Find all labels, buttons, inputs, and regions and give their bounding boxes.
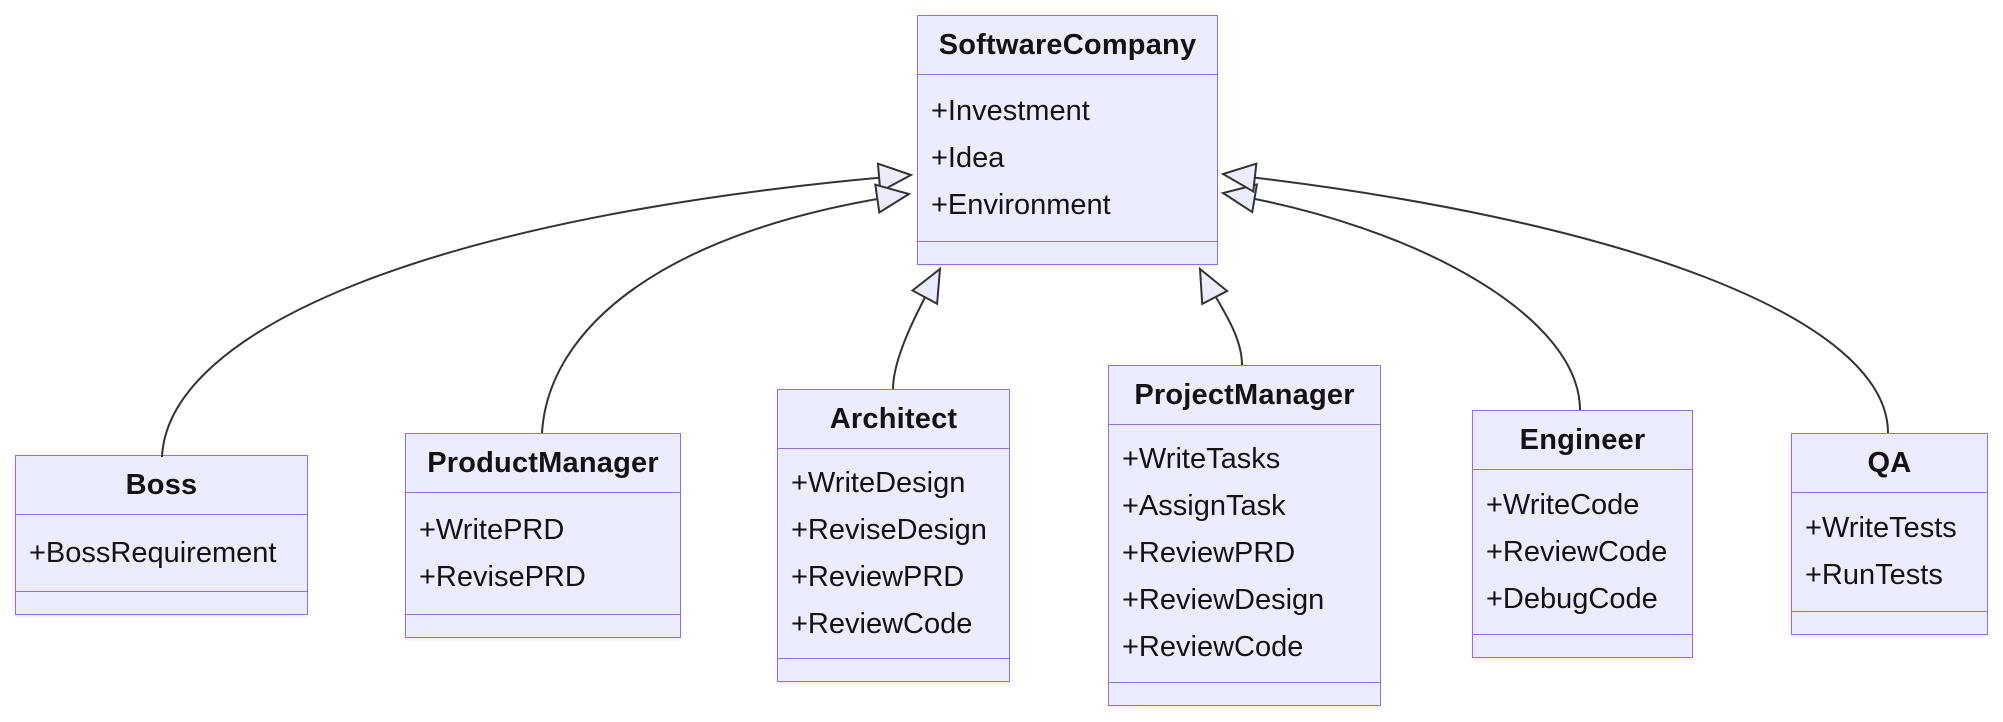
class-title-softwarecompany: SoftwareCompany xyxy=(918,16,1217,75)
class-box-softwarecompany: SoftwareCompany +Investment +Idea +Envir… xyxy=(917,15,1218,265)
class-box-projectmanager: ProjectManager +WriteTasks +AssignTask +… xyxy=(1108,365,1381,706)
class-box-architect: Architect +WriteDesign +ReviseDesign +Re… xyxy=(777,389,1010,682)
class-box-productmanager: ProductManager +WritePRD +RevisePRD xyxy=(405,433,681,638)
class-methods-empty xyxy=(778,658,1009,681)
class-attributes-productmanager: +WritePRD +RevisePRD xyxy=(406,493,680,614)
class-attribute: +ReviewCode xyxy=(1122,631,1304,663)
class-box-boss: Boss +BossRequirement xyxy=(15,455,308,615)
class-box-engineer: Engineer +WriteCode +ReviewCode +DebugCo… xyxy=(1472,410,1693,658)
class-attribute: +ReviewPRD xyxy=(791,560,965,593)
class-methods-empty xyxy=(406,614,680,637)
class-box-qa: QA +WriteTests +RunTests xyxy=(1791,433,1988,635)
class-attribute: +Idea xyxy=(931,141,1005,174)
class-attributes-qa: +WriteTests +RunTests xyxy=(1792,493,1987,611)
class-methods-empty xyxy=(918,241,1217,264)
class-attributes-projectmanager: +WriteTasks +AssignTask +ReviewPRD +Revi… xyxy=(1109,425,1380,682)
edge-projectmanager-inherits-softwarecompany xyxy=(1198,266,1243,366)
class-attributes-engineer: +WriteCode +ReviewCode +DebugCode xyxy=(1473,470,1692,634)
class-attribute: +ReviseDesign xyxy=(791,513,987,546)
class-title-engineer: Engineer xyxy=(1473,411,1692,470)
class-title-productmanager: ProductManager xyxy=(406,434,680,493)
class-attribute: +ReviewCode xyxy=(791,607,973,640)
class-attribute: +ReviewCode xyxy=(1486,535,1668,568)
class-attributes-boss: +BossRequirement xyxy=(16,515,307,591)
edge-architect-inherits-softwarecompany xyxy=(892,266,942,390)
class-attribute: +BossRequirement xyxy=(29,536,277,569)
class-title-projectmanager: ProjectManager xyxy=(1109,366,1380,425)
class-attribute: +ReviewPRD xyxy=(1122,537,1296,569)
class-attribute: +WritePRD xyxy=(419,513,565,546)
class-methods-empty xyxy=(1792,611,1987,634)
class-title-boss: Boss xyxy=(16,456,307,515)
class-attribute: +Investment xyxy=(931,94,1090,127)
class-methods-empty xyxy=(16,591,307,614)
class-attribute: +WriteDesign xyxy=(791,466,966,499)
class-attribute: +WriteTests xyxy=(1805,512,1957,544)
class-attribute: +Environment xyxy=(931,188,1111,221)
class-attribute: +RunTests xyxy=(1805,559,1943,591)
class-attributes-softwarecompany: +Investment +Idea +Environment xyxy=(918,75,1217,241)
class-methods-empty xyxy=(1473,634,1692,657)
class-title-architect: Architect xyxy=(778,390,1009,449)
class-attribute: +RevisePRD xyxy=(419,560,586,593)
class-attribute: +WriteCode xyxy=(1486,488,1640,521)
class-attribute: +AssignTask xyxy=(1122,490,1286,522)
class-attribute: +WriteTasks xyxy=(1122,443,1281,475)
class-attribute: +ReviewDesign xyxy=(1122,584,1325,616)
class-title-qa: QA xyxy=(1792,434,1987,493)
class-attribute: +DebugCode xyxy=(1486,582,1658,615)
class-methods-empty xyxy=(1109,682,1380,705)
class-attributes-architect: +WriteDesign +ReviseDesign +ReviewPRD +R… xyxy=(778,449,1009,658)
